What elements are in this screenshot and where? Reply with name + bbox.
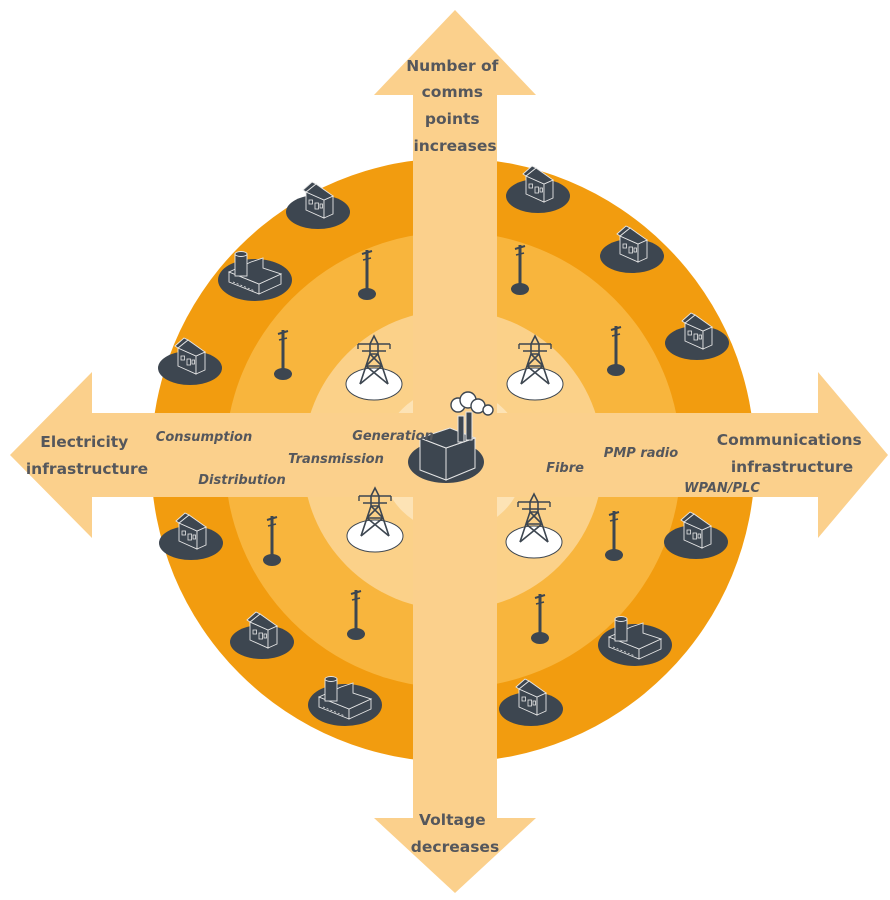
right-arrow-label: Communications infrastructure — [717, 431, 867, 476]
distribution-label: Distribution — [198, 473, 285, 488]
up-arrow-label: Number of comms points increases — [406, 57, 504, 155]
down-arrow-label: Voltage decreases — [411, 811, 499, 856]
wpan-plc-label: WPAN/PLC — [684, 481, 760, 496]
consumption-label: Consumption — [156, 430, 252, 445]
generation-label: Generation — [352, 429, 434, 444]
transmission-label: Transmission — [288, 452, 384, 467]
fibre-label: Fibre — [546, 461, 584, 476]
pmp-radio-label: PMP radio — [604, 446, 678, 461]
factory-icon — [408, 391, 494, 483]
left-arrow-label: Electricity infrastructure — [26, 433, 148, 478]
smoke-icon — [450, 391, 494, 416]
